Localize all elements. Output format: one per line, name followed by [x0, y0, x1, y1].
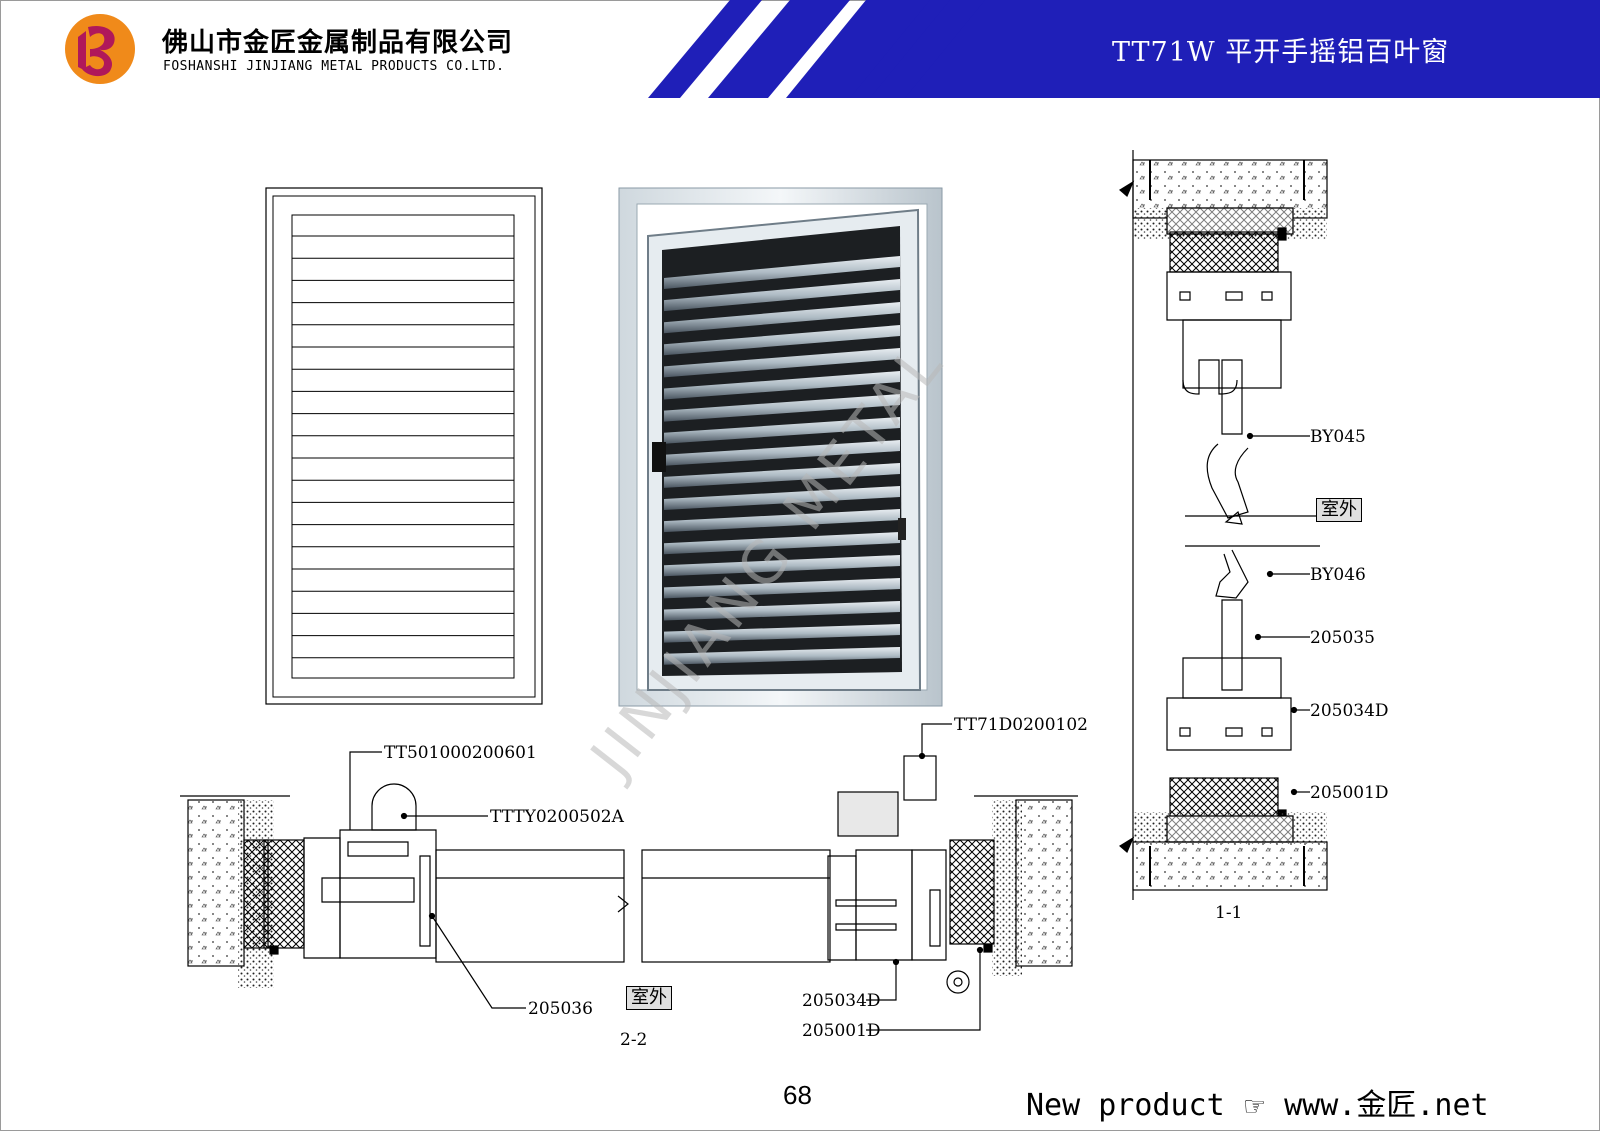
outside-tag-2-2: 室外 — [626, 986, 672, 1010]
section-1-1 — [1118, 150, 1328, 900]
photo-slat — [664, 302, 900, 334]
company-name-en: FOSHANSHI JINJIANG METAL PRODUCTS CO.LTD… — [163, 59, 505, 74]
photo-slat — [664, 624, 900, 643]
website-url[interactable]: www.金匠.net — [1284, 1088, 1489, 1123]
photo-slats — [664, 256, 900, 665]
jinjiang-logo-icon — [65, 14, 135, 84]
callout-205001d: 205001D — [1310, 783, 1389, 803]
callout-tt501000200601: TT501000200601 — [384, 743, 537, 763]
photo-slat — [664, 647, 900, 665]
photo-slat — [664, 463, 900, 488]
document-title: TT71W 平开手摇铝百叶窗 — [1112, 37, 1450, 68]
footer-link[interactable]: New product ☞ www.金匠.net — [1026, 1080, 1489, 1124]
window-elevation — [265, 187, 543, 705]
company-name-cn: 佛山市金匠金属制品有限公司 — [162, 28, 514, 58]
photo-slat — [664, 555, 900, 577]
photo-slat — [664, 325, 900, 356]
page-number: 68 — [783, 1080, 812, 1110]
photo-slat — [664, 371, 900, 400]
photo-slat — [664, 578, 900, 599]
photo-slat — [664, 440, 900, 466]
section-title-2-2: 2-2 — [620, 1030, 647, 1050]
callout-tt71d0200102: TT71D0200102 — [954, 715, 1088, 735]
photo-slat — [664, 532, 900, 555]
callout-205034d: 205034D — [1310, 701, 1389, 721]
pointing-hand-icon: ☞ — [1242, 1092, 1267, 1122]
window-photo — [618, 187, 943, 707]
callout-205034d-2: 205034D — [802, 991, 881, 1011]
photo-slat — [664, 394, 900, 422]
section-title-1-1: 1-1 — [1215, 903, 1242, 923]
elevation-slats — [292, 235, 514, 659]
photo-slat — [664, 348, 900, 378]
outside-tag-1-1: 室外 — [1316, 498, 1362, 522]
callout-by045: BY045 — [1310, 427, 1366, 447]
callout-205036: 205036 — [528, 999, 593, 1019]
callout-205035: 205035 — [1310, 628, 1375, 648]
photo-slat — [664, 279, 900, 312]
header-band — [648, 0, 1600, 98]
new-product-label: New product — [1026, 1088, 1225, 1123]
photo-slat — [664, 256, 900, 289]
callout-by046: BY046 — [1310, 565, 1366, 585]
callout-205001d-2: 205001D — [802, 1021, 881, 1041]
section-2-2 — [180, 723, 1078, 1031]
callout-ttty0200502a: TTTY0200502A — [490, 807, 625, 827]
photo-slat — [664, 486, 900, 510]
photo-slat — [664, 601, 900, 621]
photo-slat — [664, 417, 900, 444]
photo-slat — [664, 509, 900, 533]
